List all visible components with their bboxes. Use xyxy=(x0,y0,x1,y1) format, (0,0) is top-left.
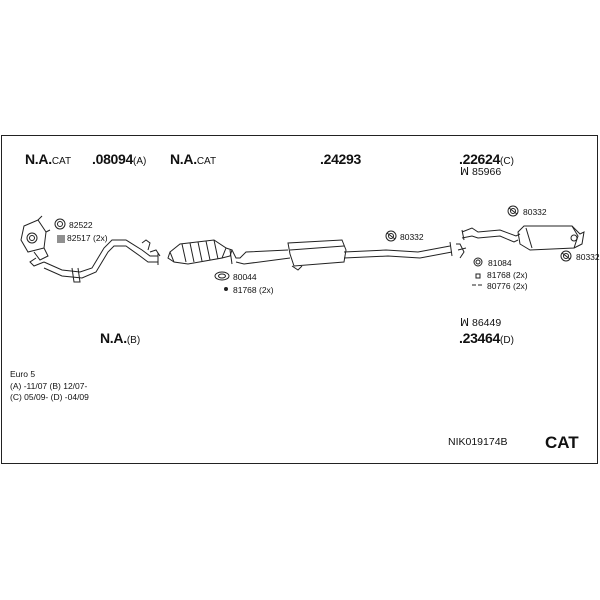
hanger-80332-top-icon xyxy=(507,205,519,217)
part-label-23464: .23464(D) xyxy=(459,330,514,346)
part-label-manifold-cat: N.A.CAT xyxy=(25,151,72,167)
bolt-81768-rear-icon xyxy=(475,273,481,279)
part-label-08094: .08094(A) xyxy=(92,151,147,167)
bolt-81768-icon xyxy=(224,287,228,291)
notes-line-3: (C) 05/09- (D) -04/09 xyxy=(10,392,89,402)
small-part-81768-rear: 81768 (2x) xyxy=(487,270,528,280)
center-pipe-middle-silencer xyxy=(229,239,467,271)
notes-line-1: Euro 5 xyxy=(10,369,36,379)
clamp-81084-icon xyxy=(473,257,483,267)
small-part-82517: 82517 (2x) xyxy=(67,233,108,243)
small-part-80776: 80776 (2x) xyxy=(487,281,528,291)
small-part-80332-right: 80332 xyxy=(576,252,600,262)
catalytic-converter xyxy=(167,239,233,265)
notes-block: Euro 5 (A) -11/07 (B) 12/07- (C) 05/09- … xyxy=(10,369,89,404)
small-part-80332-mid: 80332 xyxy=(400,232,424,242)
hanger-80332-right-icon xyxy=(560,250,572,262)
gasket-82522-icon xyxy=(54,218,66,230)
small-part-80332-top: 80332 xyxy=(523,207,547,217)
part-label-main-cat: N.A.CAT xyxy=(170,151,217,167)
bolt-82517-icon xyxy=(57,235,65,243)
system-type-label: CAT xyxy=(545,433,579,452)
front-pipe xyxy=(43,239,161,283)
kit-label-86449: ꟽ 86449 xyxy=(460,317,502,329)
small-part-81768: 81768 (2x) xyxy=(233,285,274,295)
small-part-80044: 80044 xyxy=(233,272,257,282)
kit-icon: ꟽ xyxy=(460,166,470,178)
exhaust-manifold xyxy=(20,215,51,267)
kit-label-85966: ꟽ 85966 xyxy=(460,166,502,178)
small-part-82522: 82522 xyxy=(69,220,93,230)
part-label-na-b: N.A.(B) xyxy=(100,330,141,346)
gasket-80044-icon xyxy=(214,271,230,281)
part-label-24293: .24293 xyxy=(320,151,362,167)
part-label-22624: .22624(C) xyxy=(459,151,514,167)
hanger-80332-icon xyxy=(385,230,397,242)
reference-number: NIK019174B xyxy=(448,436,508,448)
diagram-frame xyxy=(1,135,598,464)
rear-pipe-rear-silencer xyxy=(461,225,585,251)
notes-line-2: (A) -11/07 (B) 12/07- xyxy=(10,380,88,391)
small-part-81084: 81084 xyxy=(488,258,512,268)
kit-icon: ꟽ xyxy=(460,317,470,329)
